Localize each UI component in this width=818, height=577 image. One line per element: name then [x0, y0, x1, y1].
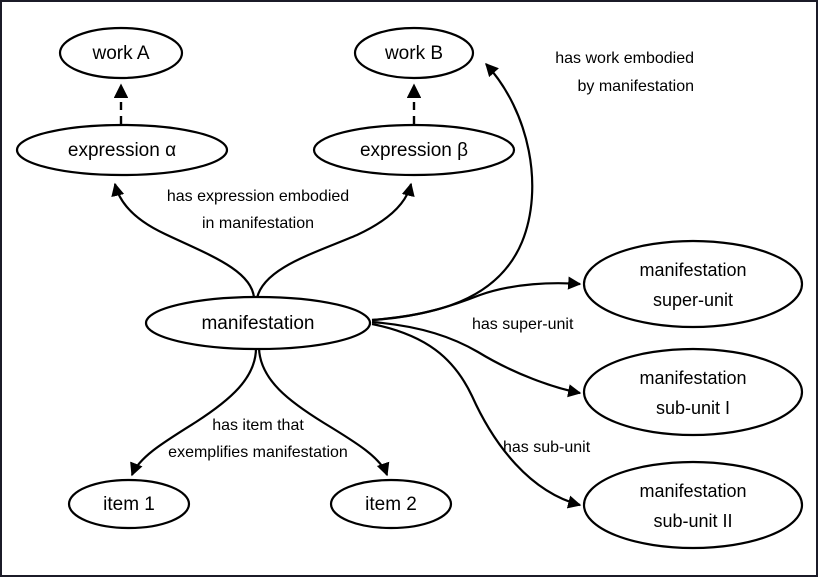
work-a-ellipse: [58, 26, 184, 80]
edge-label-has-expression-embodied-line1: has expression embodied: [167, 188, 349, 205]
edge-manifestation-to-super-unit: [371, 276, 582, 322]
manifestation-sub-unit-2-label-line1: manifestation: [639, 481, 746, 501]
edge-label-has-work-embodied-line1: has work embodied: [555, 50, 694, 67]
edge-label-has-expression-embodied-line2: in manifestation: [202, 215, 314, 232]
node-work-b[interactable]: work B: [353, 26, 475, 80]
edge-manifestation-to-expression-alpha: [111, 182, 256, 299]
manifestation-label: manifestation: [201, 313, 314, 334]
edge-manifestation-to-item-1: [130, 347, 258, 477]
manifestation-sub-unit-2-ellipse: [582, 460, 804, 550]
edge-manifestation-to-expression-beta: [255, 182, 415, 299]
node-manifestation[interactable]: manifestation: [144, 295, 372, 351]
expression-beta-ellipse: [312, 123, 516, 177]
edge-label-has-item-that-line1: has item that: [212, 417, 304, 434]
manifestation-sub-unit-1-label-line2: sub-unit I: [656, 398, 730, 418]
edge-label-has-item-that-line2: exemplifies manifestation: [168, 444, 348, 461]
node-manifestation-super-unit[interactable]: manifestation super-unit: [582, 239, 804, 329]
edge-manifestation-to-item-2: [257, 347, 390, 477]
edge-manifestation-to-sub-unit-2: [371, 322, 582, 509]
node-manifestation-sub-unit-2[interactable]: manifestation sub-unit II: [582, 460, 804, 550]
manifestation-super-unit-label-line1: manifestation: [639, 260, 746, 280]
expression-alpha-label: expression α: [68, 140, 176, 161]
item-2-ellipse: [329, 478, 453, 530]
node-expression-beta[interactable]: expression β: [312, 123, 516, 177]
node-manifestation-sub-unit-1[interactable]: manifestation sub-unit I: [582, 347, 804, 437]
expression-beta-label: expression β: [360, 140, 468, 161]
edge-label-has-work-embodied-line2: by manifestation: [577, 78, 694, 95]
manifestation-super-unit-ellipse: [582, 239, 804, 329]
node-expression-alpha[interactable]: expression α: [15, 123, 229, 177]
manifestation-super-unit-label-line2: super-unit: [653, 290, 733, 310]
manifestation-sub-unit-1-ellipse: [582, 347, 804, 437]
work-b-ellipse: [353, 26, 475, 80]
manifestation-sub-unit-1-label-line1: manifestation: [639, 368, 746, 388]
work-b-label: work B: [384, 43, 443, 64]
item-2-label: item 2: [365, 494, 417, 515]
edge-label-has-super-unit: has super-unit: [472, 316, 574, 333]
edge-label-has-sub-unit: has sub-unit: [503, 439, 591, 456]
item-1-label: item 1: [103, 494, 155, 515]
edge-manifestation-to-work-b: [371, 63, 534, 322]
manifestation-sub-unit-2-label-line2: sub-unit II: [653, 511, 732, 531]
manifestation-ellipse: [144, 295, 372, 351]
edge-manifestation-to-sub-unit-1: [371, 320, 582, 398]
item-1-ellipse: [67, 478, 191, 530]
work-a-label: work A: [91, 43, 149, 64]
node-item-1[interactable]: item 1: [67, 478, 191, 530]
node-work-a[interactable]: work A: [58, 26, 184, 80]
expression-alpha-ellipse: [15, 123, 229, 177]
node-item-2[interactable]: item 2: [329, 478, 453, 530]
